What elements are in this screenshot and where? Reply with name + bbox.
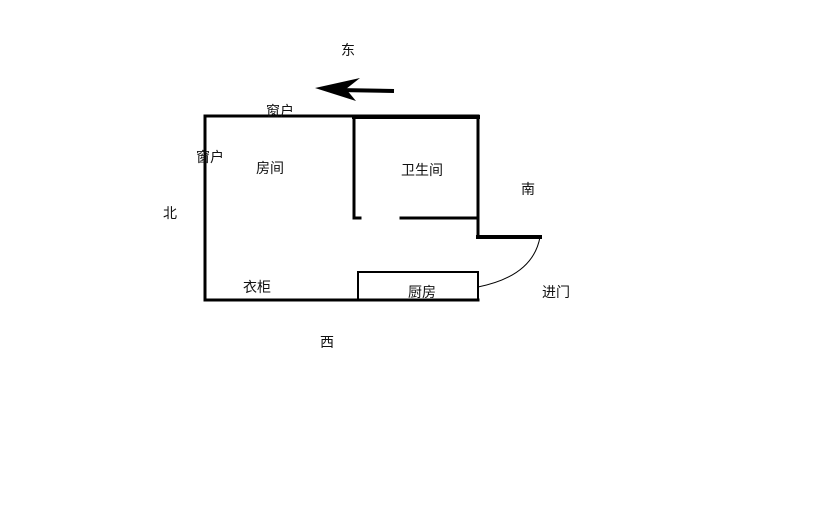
window-left-label: 窗户 [196,150,224,166]
bathroom-label: 卫生间 [401,163,443,179]
room-label: 房间 [256,161,284,177]
compass-west-label: 西 [320,335,334,351]
kitchen-label: 厨房 [408,285,436,301]
kitchen-counter [357,271,479,301]
direction-arrow [315,78,395,101]
wardrobe-label: 衣柜 [243,280,271,296]
compass-east-label: 东 [341,43,355,59]
door-swing-arc [477,236,541,288]
window-top-label: 窗户 [266,104,294,120]
entrance-label: 进门 [542,285,570,301]
compass-north-label: 北 [163,206,177,222]
compass-south-label: 南 [521,182,535,198]
